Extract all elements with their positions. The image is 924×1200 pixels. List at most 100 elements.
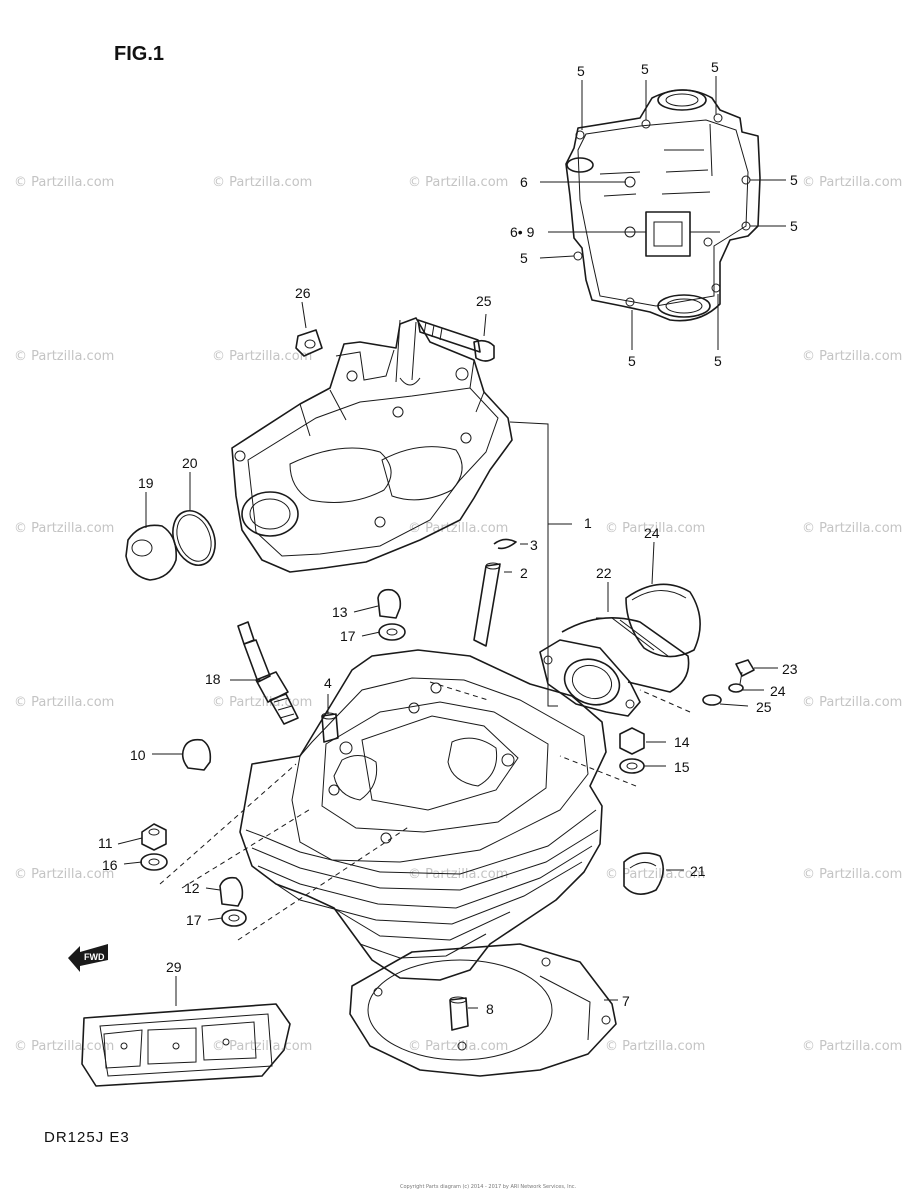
watermark: © Partzilla.com [605, 521, 705, 536]
screw-23[interactable] [735, 659, 755, 685]
watermark: © Partzilla.com [408, 867, 508, 882]
callout-25[interactable]: 25 [756, 699, 772, 715]
callout-21[interactable]: 21 [690, 863, 706, 879]
watermark: © Partzilla.com [408, 175, 508, 190]
valve-guide[interactable] [473, 562, 501, 647]
watermark: © Partzilla.com [802, 175, 902, 190]
callout-6-9[interactable]: 6• 9 [510, 224, 535, 240]
washer-17a[interactable] [378, 623, 406, 641]
dowel-8[interactable] [449, 996, 469, 1031]
cap-nut-12[interactable] [219, 876, 244, 907]
watermark: © Partzilla.com [408, 521, 508, 536]
hose-clamp[interactable] [625, 583, 701, 658]
leaders-head-cover [539, 76, 786, 350]
dowel-pin[interactable] [321, 712, 339, 743]
callout-5[interactable]: 5 [577, 63, 585, 79]
figure-title: FIG.1 [114, 43, 164, 65]
callout-1[interactable]: 1 [584, 515, 592, 531]
callout-22[interactable]: 22 [596, 565, 612, 581]
callout-18[interactable]: 18 [205, 671, 221, 687]
callout-24[interactable]: 24 [770, 683, 786, 699]
intake-pipe[interactable] [539, 617, 690, 717]
callout-5[interactable]: 5 [628, 353, 636, 369]
callout-12[interactable]: 12 [184, 880, 200, 896]
plug-cap[interactable] [125, 524, 178, 581]
watermark: © Partzilla.com [802, 349, 902, 364]
callout-29[interactable]: 29 [166, 959, 182, 975]
callout-6[interactable]: 6 [520, 174, 528, 190]
callout-26[interactable]: 24 [644, 525, 660, 541]
watermark: © Partzilla.com [802, 867, 902, 882]
assembly-lines [159, 681, 691, 941]
cylinder-head-upper[interactable] [231, 317, 513, 573]
washer-16[interactable] [140, 853, 168, 871]
callout-5[interactable]: 5 [520, 250, 528, 266]
washer-17b[interactable] [221, 909, 247, 927]
watermark: © Partzilla.com [212, 1039, 312, 1054]
forward-direction-marker: FWD [68, 944, 108, 972]
cylinder-block[interactable] [239, 649, 607, 981]
watermark: © Partzilla.com [802, 521, 902, 536]
callout-5[interactable]: 5 [790, 172, 798, 188]
callout-17[interactable]: 17 [340, 628, 356, 644]
leaders [117, 301, 778, 1009]
nut-11[interactable] [141, 823, 167, 851]
callout-4[interactable]: 4 [324, 675, 332, 691]
blind-plug-21[interactable] [623, 852, 664, 895]
callout-10[interactable]: 10 [130, 747, 146, 763]
stud-bolt[interactable] [417, 319, 495, 362]
watermark: © Partzilla.com [212, 175, 312, 190]
watermark: © Partzilla.com [802, 1039, 902, 1054]
callout-3[interactable]: 3 [530, 537, 538, 553]
callout-5[interactable]: 5 [641, 61, 649, 77]
head-gasket[interactable] [81, 1003, 291, 1087]
model-code: DR125J E3 [44, 1129, 130, 1146]
watermark: © Partzilla.com [212, 695, 312, 710]
watermark-layer: © Partzilla.com © Partzilla.com © Partzi… [14, 175, 902, 1054]
callout-11[interactable]: 11 [98, 835, 113, 851]
callout-17[interactable]: 17 [186, 912, 202, 928]
watermark: © Partzilla.com [605, 867, 705, 882]
callout-20[interactable]: 20 [182, 455, 198, 471]
callout-27[interactable]: 25 [476, 293, 492, 309]
watermark: © Partzilla.com [14, 1039, 114, 1054]
watermark: © Partzilla.com [605, 1039, 705, 1054]
callout-16[interactable]: 16 [102, 857, 118, 873]
washer-24[interactable] [728, 683, 744, 693]
copyright-footer: Copyright Parts diagram (c) 2014 - 2017 … [400, 1184, 577, 1190]
callout-8[interactable]: 8 [486, 1001, 494, 1017]
callout-13[interactable]: 13 [332, 604, 348, 620]
spark-plug[interactable] [237, 621, 299, 725]
cap-plug-13[interactable] [377, 588, 402, 619]
o-ring[interactable] [166, 505, 223, 571]
callout-5[interactable]: 5 [790, 218, 798, 234]
watermark: © Partzilla.com [802, 695, 902, 710]
callout-2[interactable]: 2 [520, 565, 528, 581]
callout-23[interactable]: 23 [782, 661, 798, 677]
callout-28[interactable]: 26 [295, 285, 311, 301]
fwd-label: FWD [84, 952, 105, 962]
assembly-bracket [509, 421, 572, 707]
callout-19[interactable]: 19 [138, 475, 154, 491]
washer-15[interactable] [619, 758, 645, 774]
callout-14[interactable]: 14 [674, 734, 690, 750]
callout-5[interactable]: 5 [711, 59, 719, 75]
watermark: © Partzilla.com [14, 349, 114, 364]
watermark: © Partzilla.com [14, 175, 114, 190]
head-cover-underside[interactable] [565, 89, 761, 322]
guide-clip[interactable] [493, 538, 517, 550]
watermark: © Partzilla.com [212, 349, 312, 364]
washer-25[interactable] [702, 694, 722, 706]
watermark: © Partzilla.com [14, 867, 114, 882]
callout-15[interactable]: 15 [674, 759, 690, 775]
base-gasket[interactable] [349, 943, 617, 1077]
callout-5[interactable]: 5 [714, 353, 722, 369]
cap-nut[interactable] [295, 329, 323, 357]
watermark: © Partzilla.com [14, 521, 114, 536]
callout-7[interactable]: 7 [622, 993, 630, 1009]
watermark: © Partzilla.com [14, 695, 114, 710]
blind-plug-10[interactable] [181, 738, 212, 771]
nut-14[interactable] [619, 727, 645, 755]
callout-labels: 5 5 5 6 5 6• 9 5 5 5 5 26 25 19 20 1 3 2… [98, 59, 798, 1017]
